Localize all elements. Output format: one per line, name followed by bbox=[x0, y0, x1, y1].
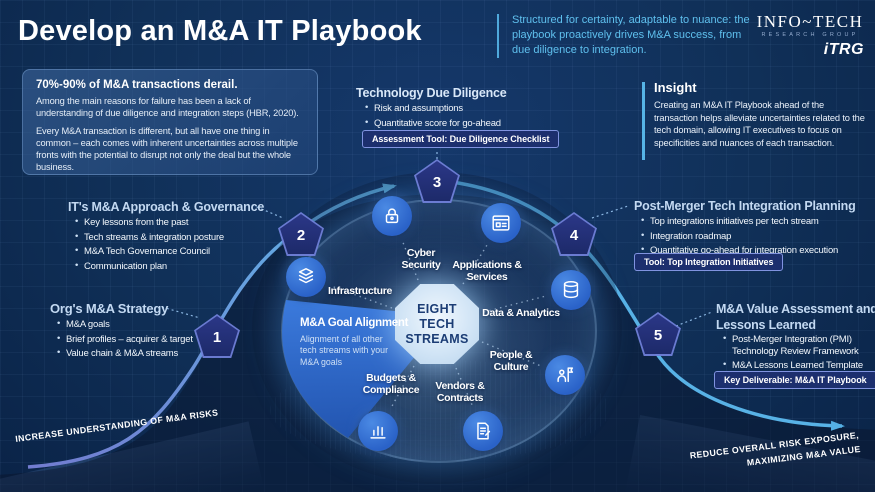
connector-step1 bbox=[161, 306, 201, 319]
stream-label-vendors-contracts: Vendors & Contracts bbox=[435, 379, 485, 404]
stat-callout-box: 70%-90% of M&A transactions derail. Amon… bbox=[22, 69, 318, 175]
step-3-bullets: Risk and assumptions Quantitative score … bbox=[364, 102, 544, 132]
bullet: Key lessons from the past bbox=[74, 216, 264, 229]
bullet: Brief profiles – acquirer & target bbox=[56, 333, 236, 346]
insight-title: Insight bbox=[654, 80, 697, 95]
step-1-bullets: M&A goals Brief profiles – acquirer & ta… bbox=[56, 318, 236, 363]
bullet: M&A Tech Governance Council bbox=[74, 245, 264, 258]
step-number-2: 2 bbox=[296, 227, 306, 244]
page-subtitle: Structured for certainty, adaptable to n… bbox=[512, 14, 750, 56]
bullet: Communication plan bbox=[74, 260, 264, 273]
bullet: Top integrations initiatives per tech st… bbox=[640, 215, 865, 228]
bullet: Risk and assumptions bbox=[364, 102, 544, 115]
eight-tech-streams-hub: EIGHT TECH STREAMS bbox=[395, 284, 479, 364]
step-5-bullets: Post-Merger Integration (PMI) Technology… bbox=[722, 333, 875, 375]
step-4-tool-badge: Tool: Top Integration Initiatives bbox=[634, 253, 784, 271]
padlock-icon bbox=[372, 196, 412, 236]
bullet: Tech streams & integration posture bbox=[74, 231, 264, 244]
stat-paragraph-2: Every M&A transaction is different, but … bbox=[36, 125, 298, 173]
step-1-title: Org's M&A Strategy bbox=[50, 301, 169, 316]
octagon-shape: EIGHT TECH STREAMS bbox=[395, 284, 479, 364]
hub-label: EIGHT TECH STREAMS bbox=[405, 301, 469, 346]
step-number-5: 5 bbox=[653, 327, 663, 344]
step-2-bullets: Key lessons from the past Tech streams &… bbox=[74, 216, 264, 275]
bullet: M&A goals bbox=[56, 318, 236, 331]
app-window-icon bbox=[481, 203, 521, 243]
header-divider bbox=[497, 14, 499, 58]
bullet: Post-Merger Integration (PMI) Technology… bbox=[722, 333, 875, 357]
infotech-logo: INFO~TECH bbox=[756, 12, 864, 31]
goal-alignment-wedge bbox=[282, 300, 421, 438]
server-stack-icon bbox=[286, 257, 326, 297]
step-3-title: Technology Due Diligence bbox=[356, 86, 507, 100]
step-number-4: 4 bbox=[569, 227, 579, 244]
stream-label-data-analytics: Data & Analytics bbox=[482, 306, 560, 319]
page-title: Develop an M&A IT Playbook bbox=[18, 15, 422, 47]
connector-step2 bbox=[251, 204, 284, 219]
step-4-title: Post-Merger Tech Integration Planning bbox=[634, 199, 856, 213]
stat-paragraph-1: Among the main reasons for failure has b… bbox=[36, 96, 299, 119]
bullet: Value chain & M&A streams bbox=[56, 347, 236, 360]
connector-step4 bbox=[591, 205, 629, 219]
stream-label-budgets-compliance: Budgets & Compliance bbox=[362, 371, 420, 396]
bullet: Quantitative go-ahead for integration ex… bbox=[640, 244, 865, 257]
goal-alignment-note: Alignment of all other tech streams with… bbox=[300, 334, 388, 367]
step-number-3: 3 bbox=[432, 174, 442, 191]
step-marker-3: 3 bbox=[414, 159, 460, 203]
step-3-tool-badge: Assessment Tool: Due Diligence Checklist bbox=[362, 130, 560, 148]
step-5-title: M&A Value Assessment and Lessons Learned bbox=[716, 302, 875, 332]
arc-right bbox=[451, 180, 845, 431]
connector-step5 bbox=[675, 311, 713, 327]
stream-label-goal-alignment: M&A Goal Alignment bbox=[300, 317, 409, 329]
stream-label-infrastructure: Infrastructure bbox=[327, 284, 393, 297]
bar-chart-icon bbox=[358, 411, 398, 451]
step-5-deliverable-badge: Key Deliverable: M&A IT Playbook bbox=[714, 371, 875, 389]
stat-title: 70%-90% of M&A transactions derail. bbox=[36, 79, 238, 91]
insight-accent-bar bbox=[642, 82, 645, 160]
people-flag-icon bbox=[545, 355, 585, 395]
stream-label-cyber-security: Cyber Security bbox=[401, 246, 441, 271]
itrg-logo: iTRG bbox=[823, 41, 864, 58]
stream-label-people-culture: People & Culture bbox=[489, 348, 533, 373]
bullet: M&A Lessons Learned Template bbox=[722, 359, 875, 372]
infotech-logo-tagline: RESEARCH GROUP bbox=[761, 32, 859, 38]
bullet: Integration roadmap bbox=[640, 230, 865, 243]
stream-label-applications-services: Applications & Services bbox=[452, 258, 522, 283]
sector-spokes bbox=[330, 239, 547, 409]
insight-body: Creating an M&A IT Playbook ahead of the… bbox=[654, 100, 865, 148]
bullet: Quantitative score for go-ahead bbox=[364, 117, 544, 130]
contract-icon bbox=[463, 411, 503, 451]
database-icon bbox=[551, 270, 591, 310]
step-2-title: IT's M&A Approach & Governance bbox=[68, 200, 265, 214]
step-4-bullets: Top integrations initiatives per tech st… bbox=[640, 215, 865, 260]
